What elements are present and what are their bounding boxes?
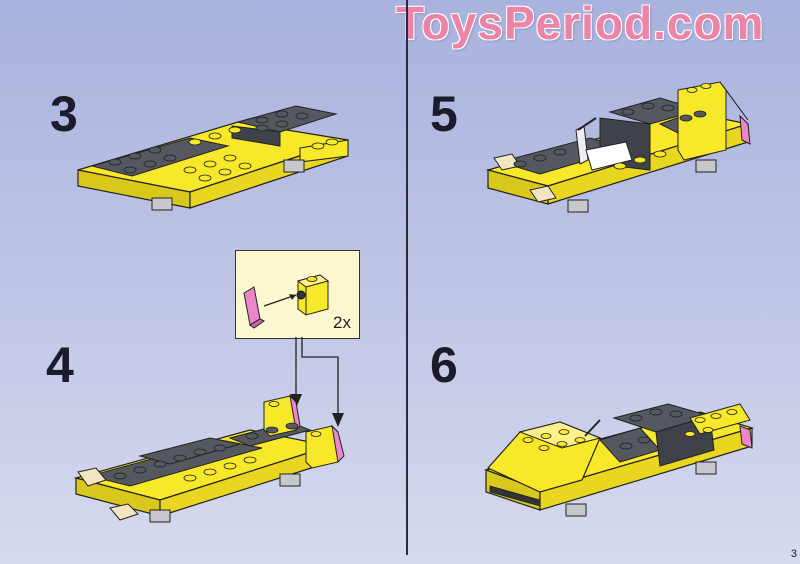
sub-assembly-callout: 2x	[235, 250, 360, 339]
quantity-label: 2x	[333, 313, 351, 332]
page-number: 3	[790, 548, 797, 560]
panel-divider	[406, 0, 408, 555]
callout-diagram	[243, 274, 330, 329]
step-number-6: 6	[430, 337, 458, 393]
step-number-3: 3	[50, 86, 78, 142]
step-number-5: 5	[430, 86, 458, 142]
watermark: ToysPeriod.com	[396, 0, 765, 49]
step-number-4: 4	[46, 337, 74, 393]
